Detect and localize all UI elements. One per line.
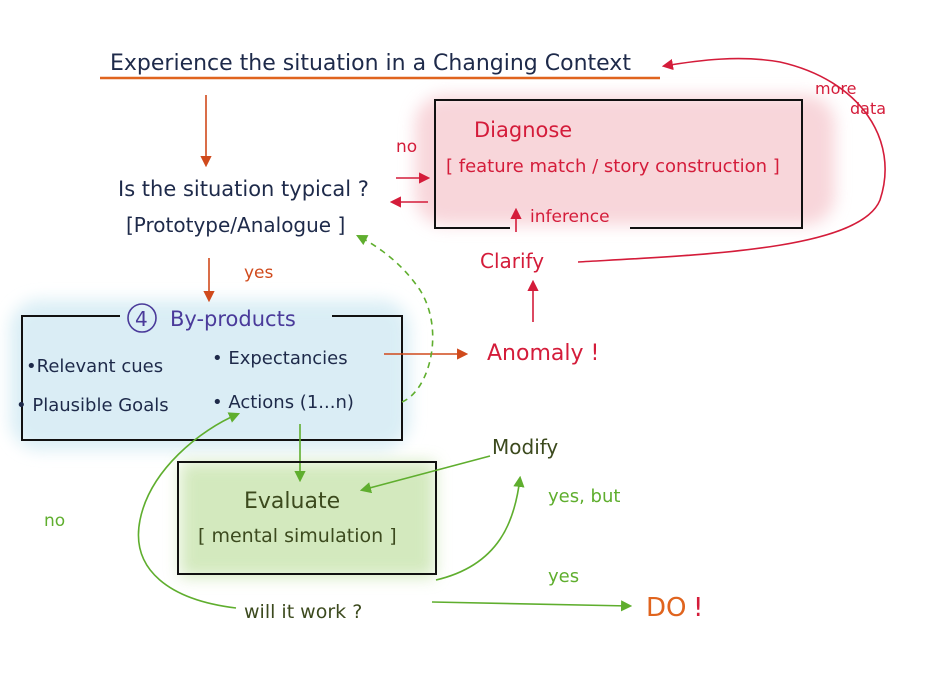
diagnose-title: Diagnose — [474, 118, 572, 142]
evaluate-fill — [180, 462, 435, 577]
question-line1: Is the situation typical ? — [118, 177, 369, 201]
anomaly-label: Anomaly ! — [487, 341, 599, 366]
do-label: DO — [646, 593, 687, 623]
arrow-more-data-loop — [577, 57, 886, 263]
yes-but-label: yes, but — [548, 486, 620, 507]
no-label-top: no — [396, 137, 417, 157]
clarify-label: Clarify — [480, 249, 544, 273]
no-label-left: no — [44, 511, 65, 531]
arrow-modify-to-evaluate — [359, 455, 491, 494]
more-data-label-2: data — [850, 99, 886, 118]
byproducts-number: 4 — [135, 307, 148, 331]
evaluate-title: Evaluate — [244, 489, 340, 514]
yes-label-top: yes — [244, 263, 274, 283]
more-data-label-1: more — [815, 79, 856, 98]
byproducts-bracket-right — [395, 315, 403, 441]
byproduct-item-relevant-cues: •Relevant cues — [26, 356, 163, 377]
arrow-yes-but-to-modify — [435, 475, 525, 581]
evaluate-box — [177, 461, 437, 575]
arrow-no-loop-to-actions — [137, 412, 241, 609]
byproduct-item-plausible-goals: • Plausible Goals — [16, 395, 169, 416]
evaluate-subtitle: [ mental simulation ] — [198, 525, 397, 547]
modify-label: Modify — [492, 435, 558, 459]
yes-label-bottom: yes — [548, 566, 579, 587]
arrow-actions-to-question-dashed — [356, 234, 434, 403]
byproduct-item-actions: • Actions (1...n) — [212, 392, 354, 413]
question-line2: [Prototype/Analogue ] — [126, 213, 345, 237]
arrow-yes-to-do — [431, 600, 633, 612]
inference-label: inference — [530, 207, 610, 227]
byproducts-fill — [10, 300, 410, 450]
diagnose-bracket-right — [795, 99, 803, 229]
diagnose-fill — [415, 95, 835, 225]
will-it-work-label: will it work ? — [244, 601, 362, 623]
diagnose-subtitle: [ feature match / story construction ] — [446, 156, 780, 177]
byproducts-bracket-left — [21, 315, 30, 441]
byproduct-item-expectancies: • Expectancies — [212, 348, 348, 369]
diagnose-bracket-left — [434, 99, 440, 229]
byproducts-title: By-products — [170, 307, 296, 331]
do-exclamation: ! — [693, 593, 703, 623]
byproducts-number-circle — [127, 303, 157, 333]
title-text: Experience the situation in a Changing C… — [110, 51, 631, 76]
